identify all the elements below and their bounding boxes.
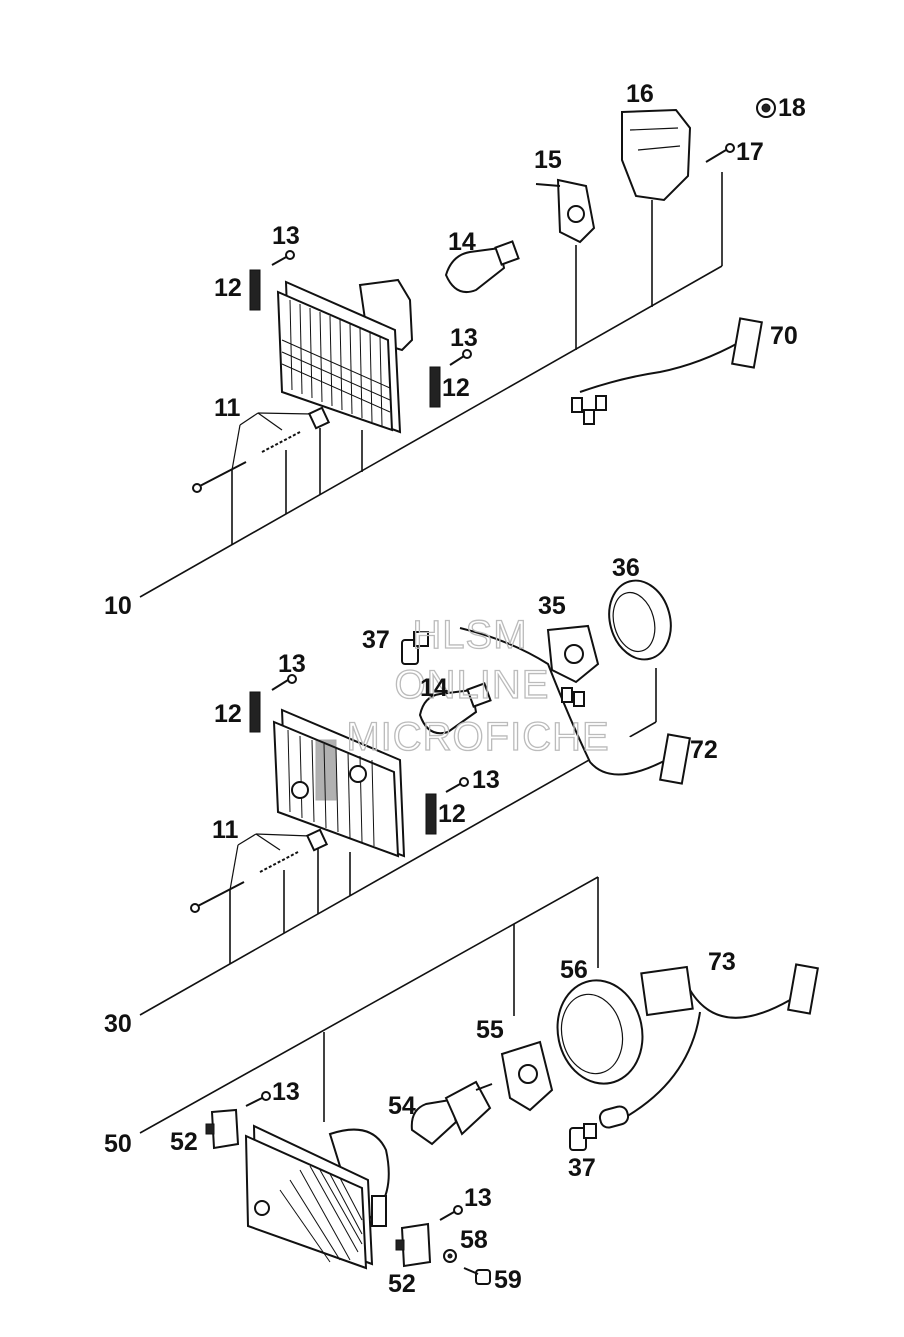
- callout-52-left: 52: [170, 1128, 198, 1156]
- callout-13-top-left: 13: [272, 222, 300, 250]
- bulb-54: [410, 1080, 493, 1146]
- callout-13-top-right: 13: [450, 324, 478, 352]
- callout-13-bottom-left: 13: [272, 1078, 300, 1106]
- bracket-52a: [205, 1108, 240, 1150]
- clip-12a: [249, 269, 261, 311]
- callout-30: 30: [104, 1010, 132, 1038]
- ring-36: [608, 579, 672, 661]
- callout-58: 58: [460, 1226, 488, 1254]
- screw-13b: [449, 349, 472, 366]
- callout-11-middle: 11: [212, 816, 239, 844]
- callout-labels: 10 11 12 13 14 15 16 17 18 13 12 70 30 1…: [104, 80, 806, 1298]
- screw-13e: [245, 1091, 271, 1107]
- clip-12b: [429, 366, 441, 408]
- callout-10: 10: [104, 592, 132, 620]
- cover-16: [621, 108, 692, 202]
- washer-58: [443, 1249, 457, 1263]
- callout-12-top-left: 12: [214, 274, 242, 302]
- headlight-50: [244, 1124, 390, 1270]
- headlight-30: [272, 708, 406, 858]
- callout-13-middle-right: 13: [472, 766, 500, 794]
- socket-holder-15: [535, 178, 596, 244]
- watermark-line-2: ONLINE: [395, 663, 550, 707]
- callout-70: 70: [770, 322, 798, 350]
- watermark: HLSM ONLINE MICROFICHE: [346, 612, 610, 759]
- callout-12-middle-left: 12: [214, 700, 242, 728]
- callout-55: 55: [476, 1016, 504, 1044]
- callout-72: 72: [690, 736, 718, 764]
- screw-17: [705, 143, 735, 163]
- screw-13d: [445, 777, 469, 793]
- wiring-harness-72: [459, 627, 691, 785]
- bulb-37a: [401, 631, 429, 665]
- callout-36: 36: [612, 554, 640, 582]
- callout-73: 73: [708, 948, 736, 976]
- callout-13-middle-left: 13: [278, 650, 306, 678]
- adjuster-screw-11b: [190, 828, 329, 913]
- callout-50: 50: [104, 1130, 132, 1158]
- bracket-52b: [395, 1222, 432, 1268]
- wiring-harness-73: [598, 963, 819, 1129]
- callout-15: 15: [534, 146, 562, 174]
- assembly-10-leader-lines: [139, 172, 723, 598]
- callout-11-top: 11: [214, 394, 241, 422]
- headlight-10: [276, 278, 414, 434]
- callout-12-middle-right: 12: [438, 800, 466, 828]
- socket-35: [546, 624, 600, 684]
- callout-13-bottom-right: 13: [464, 1184, 492, 1212]
- retainer-55: [500, 1040, 554, 1112]
- callout-59: 59: [494, 1266, 522, 1294]
- callout-35: 35: [538, 592, 566, 620]
- callout-18: 18: [778, 94, 806, 122]
- callout-37-middle: 37: [362, 626, 390, 654]
- callout-14-middle: 14: [420, 674, 448, 702]
- watermark-line-1: HLSM: [412, 613, 527, 657]
- clip-12d: [425, 793, 437, 835]
- callout-17: 17: [736, 138, 764, 166]
- bolt-59: [463, 1267, 491, 1285]
- callout-37-bottom: 37: [568, 1154, 596, 1182]
- callout-16: 16: [626, 80, 654, 108]
- adjuster-screw-11: [192, 406, 331, 493]
- assembly-50-leader-lines: [139, 876, 599, 1134]
- screw-13f: [439, 1205, 463, 1221]
- callout-12-top-right: 12: [442, 374, 470, 402]
- rim-56: [556, 979, 644, 1085]
- bulb-37b: [569, 1123, 597, 1151]
- callout-56: 56: [560, 956, 588, 984]
- callout-52-bottom: 52: [388, 1270, 416, 1298]
- bulb-14b: [418, 682, 492, 735]
- screw-13c: [271, 674, 297, 691]
- callout-54: 54: [388, 1092, 416, 1120]
- bulb-14a: [444, 240, 520, 294]
- watermark-line-3: MICROFICHE: [346, 715, 609, 759]
- grommet-18: [756, 98, 776, 118]
- callout-14-top: 14: [448, 228, 476, 256]
- screw-13a: [271, 250, 295, 266]
- assembly-30-leader-lines: [139, 668, 657, 1016]
- wiring-harness-70: [571, 317, 763, 425]
- clip-12c: [249, 691, 261, 733]
